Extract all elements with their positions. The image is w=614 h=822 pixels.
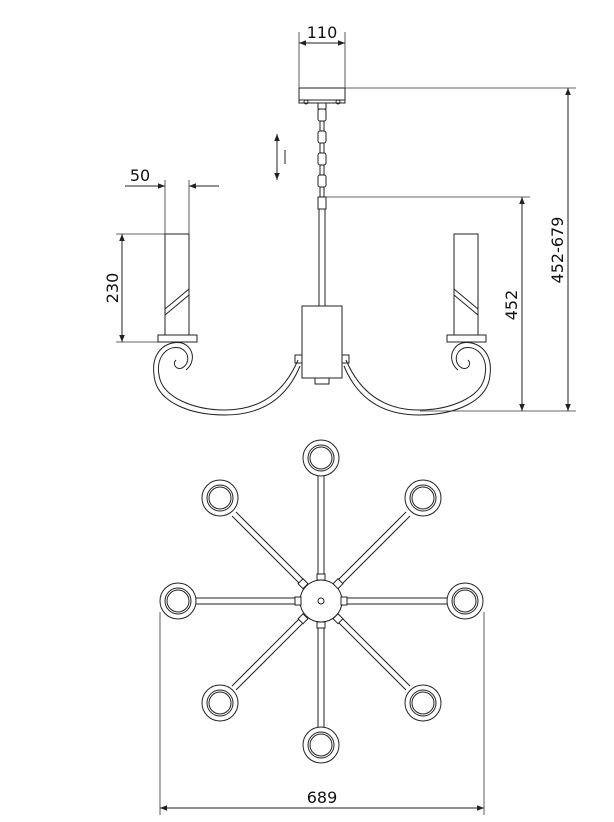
candle-cup-top-right [404, 479, 442, 517]
canopy [298, 87, 346, 104]
chain [317, 108, 327, 198]
candle-width-label: 50 [130, 166, 150, 185]
top-view-arms [195, 475, 447, 728]
right-candle [446, 233, 487, 343]
height-adjust-icon [274, 134, 286, 180]
side-view: 110 50 230 452 452-67 [103, 23, 576, 416]
dimension-span-width: 689 [159, 612, 485, 815]
dimension-total-height: 452-679 [345, 87, 576, 412]
candle-cup-right [446, 582, 484, 620]
canopy-width-label: 110 [307, 23, 338, 42]
central-body [301, 305, 343, 379]
total-height-label: 452-679 [548, 217, 567, 284]
body-height-label: 452 [502, 290, 521, 321]
hub-knobs [294, 573, 348, 629]
candle-cup-bottom-left [201, 684, 239, 722]
span-width-label: 689 [307, 788, 338, 807]
top-view: 689 [159, 439, 485, 815]
dimension-canopy-width: 110 [298, 23, 346, 88]
dimension-body-height: 452 [326, 196, 530, 412]
dimension-candle-height: 230 [103, 233, 165, 343]
candle-cup-top-left [201, 479, 239, 517]
candle-cup-top [302, 439, 340, 477]
candle-cup-left [159, 582, 197, 620]
candle-cup-bottom [302, 726, 340, 764]
candle-height-label: 230 [103, 273, 122, 304]
left-candle [157, 233, 198, 343]
right-arm [345, 347, 487, 411]
candle-cup-bottom-right [404, 684, 442, 722]
left-arm [157, 347, 299, 411]
top-view-candle-cups [159, 439, 484, 764]
dimension-candle-width: 50 [125, 166, 219, 234]
